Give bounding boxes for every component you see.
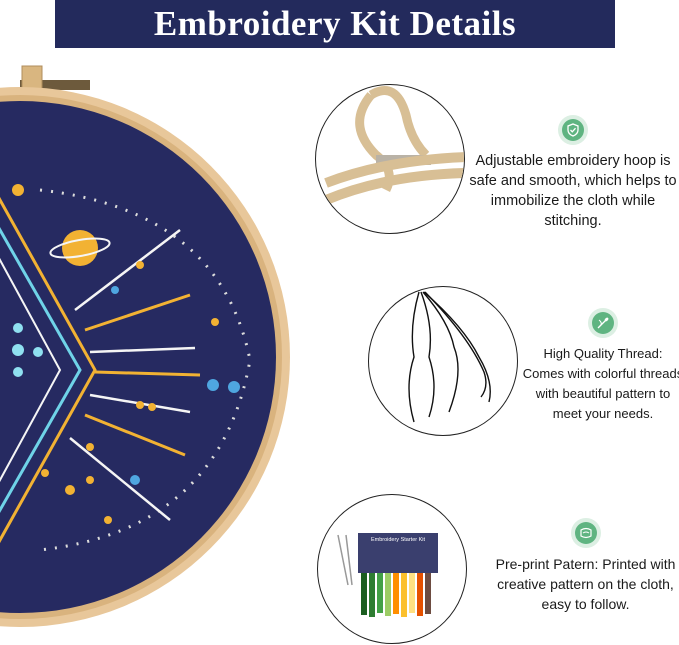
- feature-pattern: Pre-print Patern: Printed with creative …: [478, 518, 679, 614]
- feature-text-line: immobilize the cloth while: [490, 193, 656, 209]
- feature-text-line: creative pattern on the cloth,: [497, 576, 674, 592]
- needle-thread-icon: [588, 308, 618, 338]
- starter-kit-label: Embroidery Starter Kit: [370, 537, 426, 543]
- feature-hoop: Adjustable embroidery hoop is safe and s…: [468, 115, 678, 231]
- starter-kit-image: Embroidery Starter Kit: [317, 494, 467, 644]
- feature-text-line: safe and smooth, which helps to: [469, 173, 677, 189]
- feature-text-line: Comes with colorful threads: [522, 366, 679, 381]
- feature-text-line: meet your needs.: [552, 406, 654, 421]
- feature-text-line: stitching.: [544, 213, 602, 229]
- page-title: Embroidery Kit Details: [55, 0, 615, 48]
- thread-closeup-image: [368, 286, 518, 436]
- hoop-closeup-image: [315, 84, 465, 234]
- feature-text-line: Pre-print Patern: Printed with: [495, 556, 676, 572]
- feature-text-line: High Quality Thread:: [543, 346, 663, 361]
- feature-text-line: Adjustable embroidery hoop is: [475, 153, 671, 169]
- embroidery-hoop-image: [0, 65, 290, 627]
- feature-text-line: easy to follow.: [541, 596, 630, 612]
- feature-thread: High Quality Thread: Comes with colorful…: [518, 308, 679, 424]
- shield-check-icon: [558, 115, 588, 145]
- feature-text-line: with beautiful pattern to: [535, 386, 671, 401]
- fabric-pattern-icon: [570, 518, 601, 548]
